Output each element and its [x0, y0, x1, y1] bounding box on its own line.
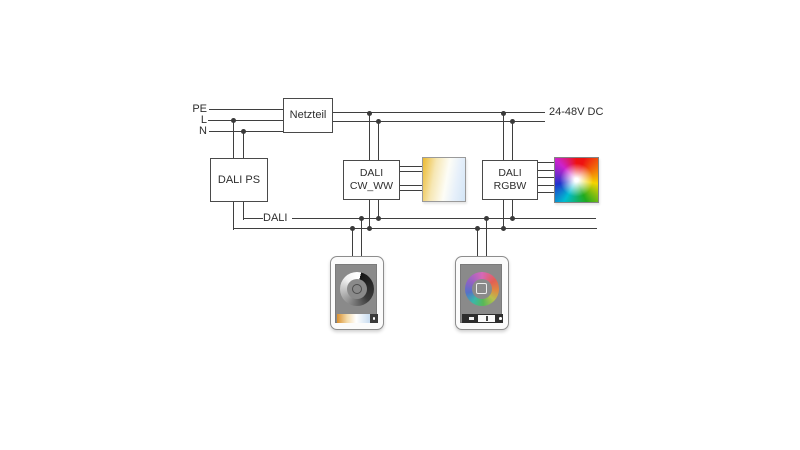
color-wheel-light-icon: [554, 157, 599, 203]
dali-bus-upper: [292, 218, 596, 220]
dali-rgbw-label-line1: DALI: [498, 167, 522, 179]
dali-cw-ww-box: DALI CW_WW: [343, 160, 400, 200]
dimmer-ring-icon: [340, 272, 374, 306]
color-panel-bus-wire-a: [477, 228, 479, 257]
junction-dot: [376, 216, 381, 221]
color-panel-screen: [460, 264, 503, 323]
l-label: L: [200, 114, 207, 126]
cw-ww-dc-drop-a: [369, 113, 371, 160]
rgbw-light-wire: [538, 170, 554, 172]
rgbw-light-wire: [538, 162, 554, 164]
junction-dot: [510, 119, 515, 124]
dali-bus-label: DALI: [263, 212, 288, 224]
dali-rgbw-box: DALI RGBW: [482, 160, 538, 200]
dali-ps-out-wire-a: [233, 202, 235, 230]
hue-ring-icon: [465, 272, 499, 306]
junction-dot: [367, 111, 372, 116]
rgbw-dc-drop-b: [512, 121, 514, 160]
pe-label: PE: [192, 103, 207, 115]
dc-wire-upper: [333, 112, 545, 114]
rgbw-light-wire: [538, 192, 554, 194]
junction-dot: [475, 226, 480, 231]
dali-cw-ww-label-line1: DALI: [359, 167, 384, 179]
junction-dot: [501, 111, 506, 116]
cw-ww-light-wire: [400, 166, 422, 168]
l-wire: [208, 120, 283, 122]
rgbw-bus-wire-a: [503, 200, 505, 229]
dc-voltage-label: 24-48V DC: [549, 106, 604, 118]
dali-rgbw-label-line2: RGBW: [493, 180, 527, 192]
n-label: N: [199, 125, 207, 137]
power-supply-label: Netzteil: [289, 109, 327, 121]
dali-cw-ww-label-line2: CW_WW: [349, 180, 394, 192]
cct-slider-button: [370, 314, 378, 323]
n-drop-wire: [243, 131, 245, 158]
cw-ww-bus-wire-a: [369, 200, 371, 229]
junction-dot: [376, 119, 381, 124]
dc-wire-lower: [333, 121, 545, 123]
color-temperature-slider: [337, 314, 370, 323]
junction-dot: [501, 226, 506, 231]
junction-dot: [241, 129, 246, 134]
cw-ww-light-wire: [400, 190, 422, 192]
l-drop-wire: [233, 120, 235, 158]
rgbw-light-wire: [538, 177, 554, 179]
dali-ps-label: DALI PS: [217, 173, 261, 186]
cw-ww-dc-drop-b: [378, 121, 380, 160]
hue-ring-hole: [472, 279, 492, 299]
cw-ww-light-wire: [400, 185, 422, 187]
touch-dimmer-panel: [330, 256, 384, 330]
touch-color-wheel-panel: [455, 256, 509, 330]
color-panel-bus-wire-b: [486, 218, 488, 257]
pe-wire: [209, 109, 283, 111]
junction-dot: [359, 216, 364, 221]
slider-dash-icon: [469, 317, 474, 320]
tunable-white-light-icon: [422, 157, 466, 202]
n-wire: [209, 131, 283, 133]
dali-bus-lower: [233, 228, 597, 230]
cw-ww-bus-wire-b: [378, 200, 380, 219]
dali-bus-upper-stub: [243, 218, 263, 220]
junction-dot: [510, 216, 515, 221]
square-icon: [476, 283, 487, 294]
cw-ww-light-wire: [400, 171, 422, 173]
power-icon: [351, 283, 362, 294]
dimmer-panel-bus-wire-a: [352, 228, 354, 257]
dali-ps-box: DALI PS: [210, 158, 268, 202]
power-supply-box: Netzteil: [283, 98, 333, 133]
rgbw-light-wire: [538, 185, 554, 187]
junction-dot: [350, 226, 355, 231]
slider-dot-icon: [499, 317, 502, 320]
dimmer-panel-bus-wire-b: [361, 218, 363, 257]
junction-dot: [367, 226, 372, 231]
rgbw-bus-wire-b: [512, 200, 514, 219]
slider-handle: [478, 315, 495, 322]
rgbw-dc-drop-a: [503, 113, 505, 160]
dimmer-panel-screen: [335, 264, 378, 323]
color-panel-slider: [462, 314, 503, 323]
junction-dot: [231, 118, 236, 123]
dali-ps-out-wire-b: [243, 202, 245, 220]
junction-dot: [484, 216, 489, 221]
